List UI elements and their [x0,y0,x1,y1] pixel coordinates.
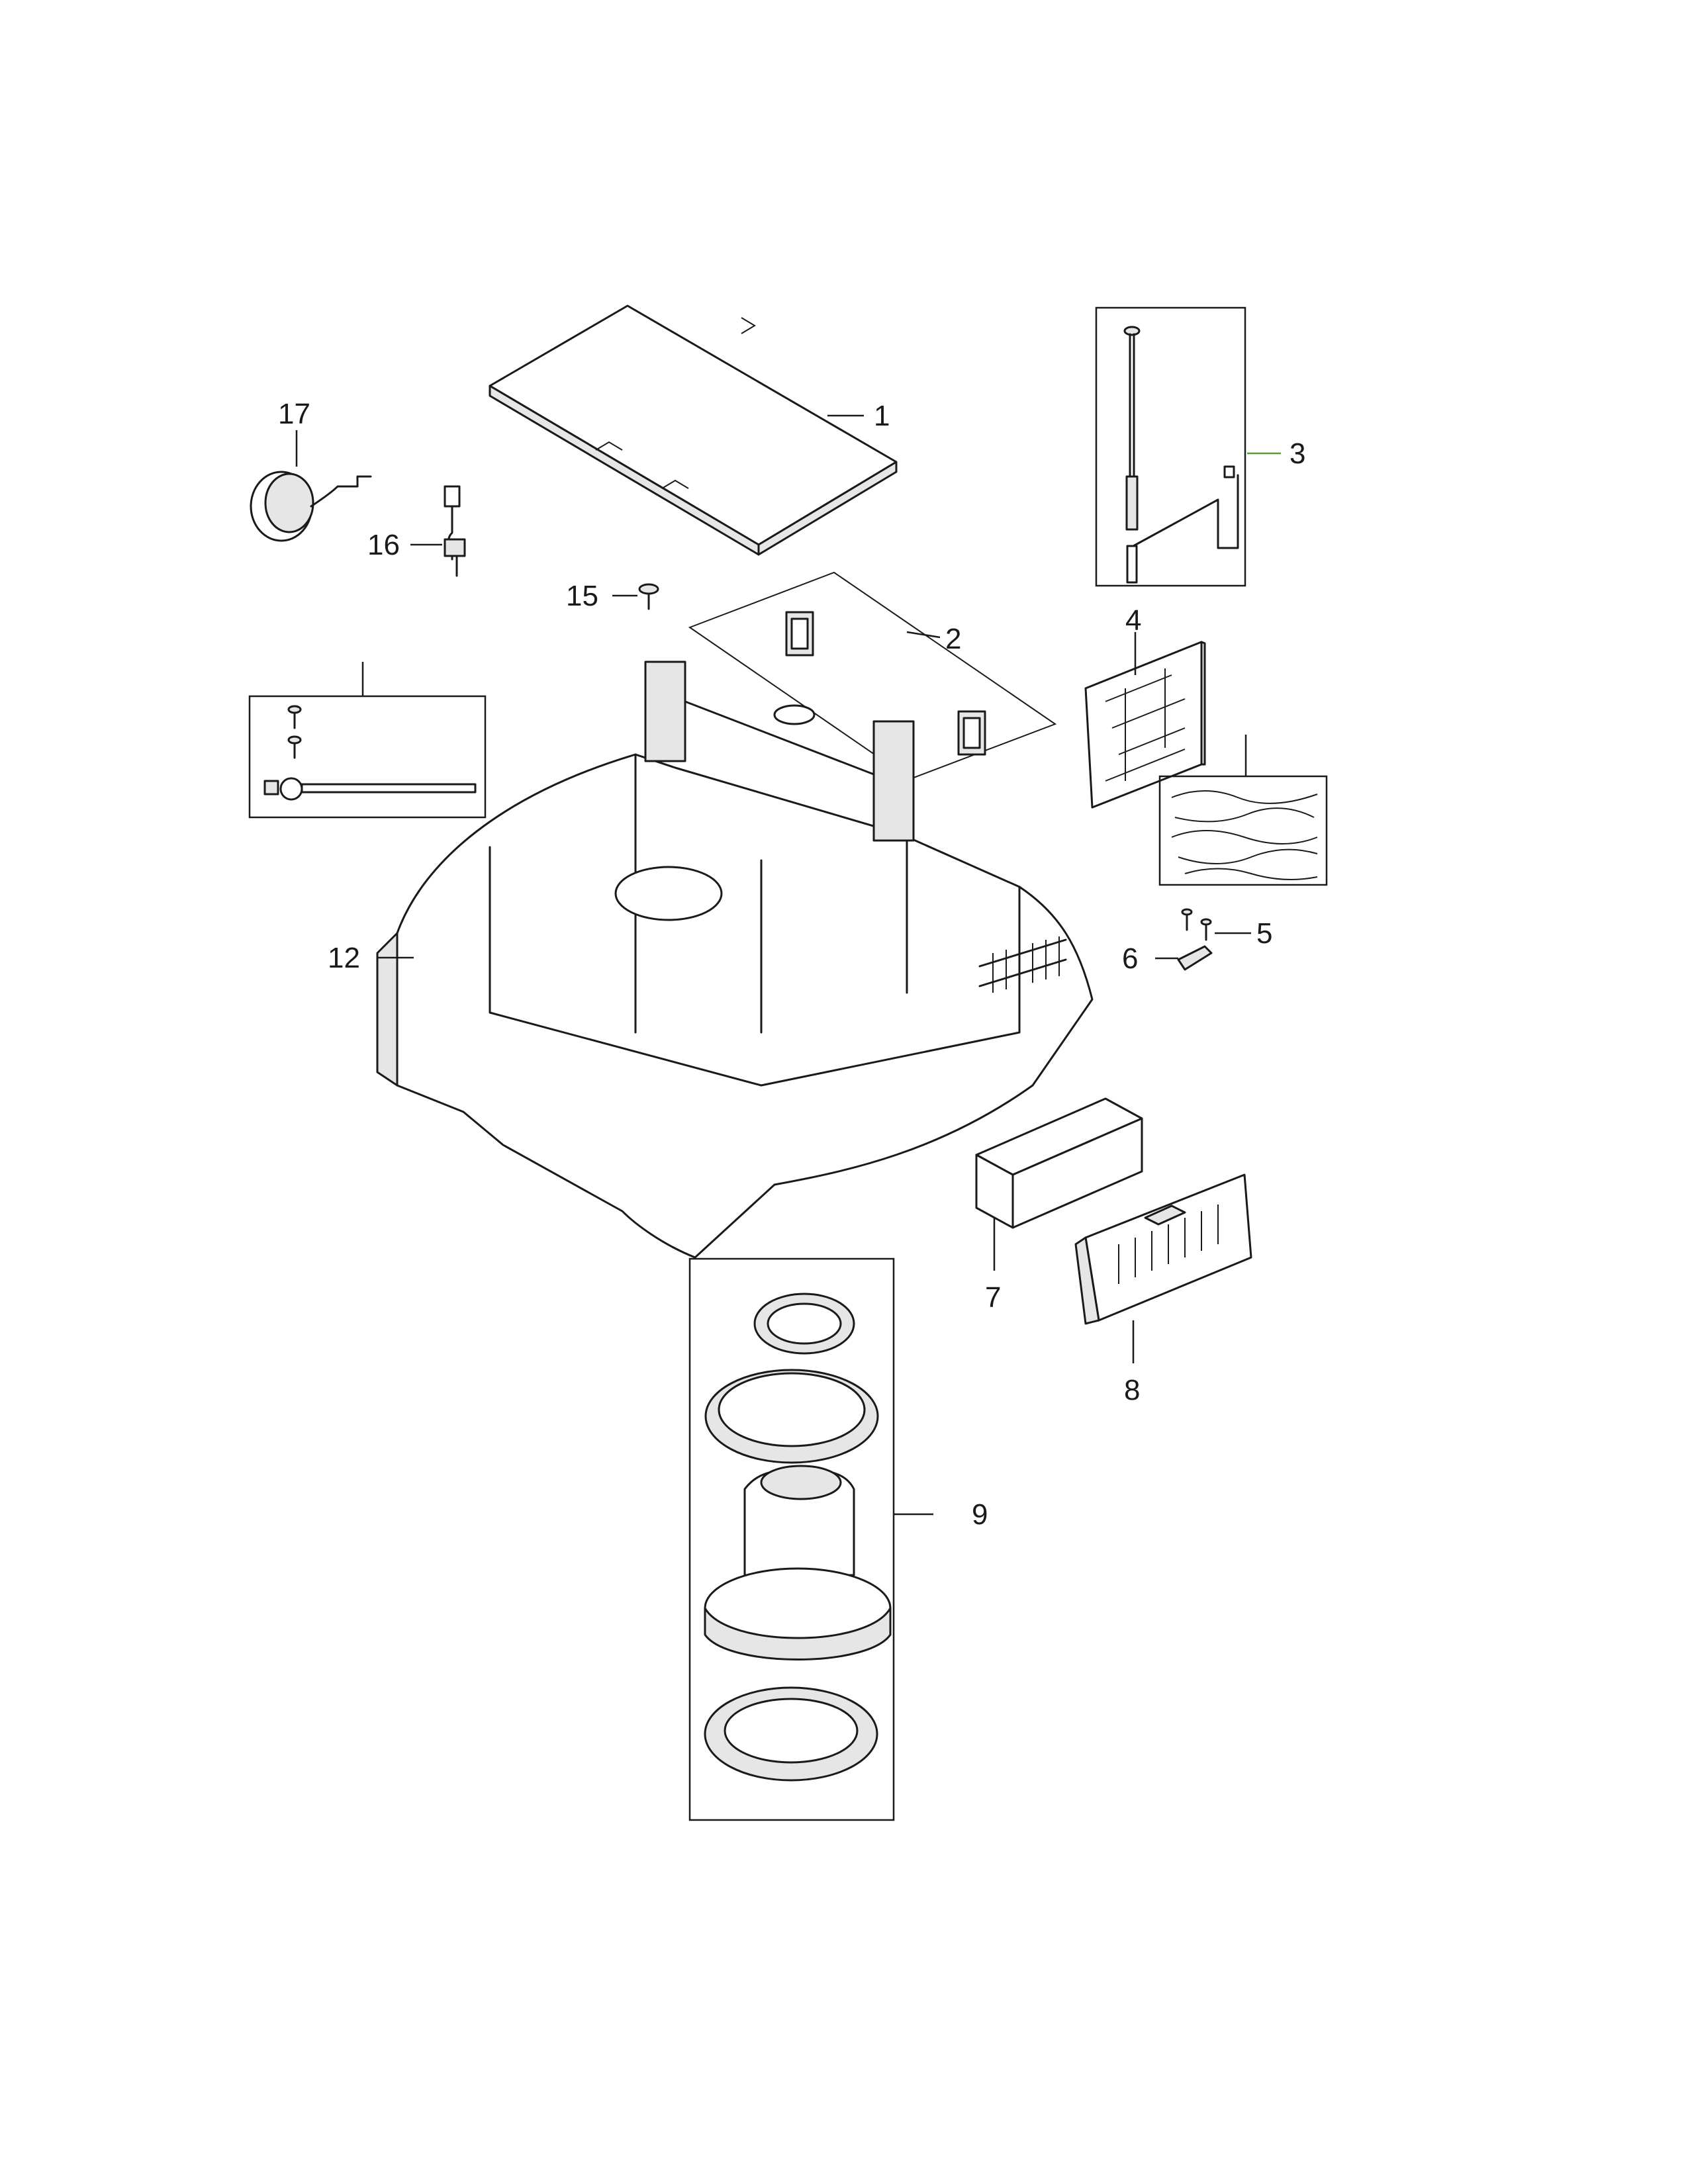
callout-6: 6 [1122,942,1138,975]
callout-4: 4 [1125,604,1141,637]
callout-15: 17 [278,398,310,430]
callout-8: 8 [1124,1374,1140,1406]
part-2-plate-with-clips: 2 [688,571,1057,780]
part-9-motor-assembly: 9 [688,1257,988,1821]
part-5-screws: 5 [1181,908,1272,950]
callout-2: 2 [945,623,961,655]
part-17-wire-set [1158,735,1328,886]
part-13-screw: 15 [566,580,659,612]
part-7-filter-block: 7 [975,1097,1143,1314]
callout-12: 12 [328,942,360,974]
part-14-switch: 16 [367,485,466,577]
part-8-grille-cover: 8 [1074,1173,1252,1406]
part-1-filter-plate: 1 [489,304,898,556]
callout-9: 9 [972,1498,988,1531]
part-16-probe-kit [248,662,487,819]
part-15-sensor: 17 [250,398,372,542]
part-3-float-assembly: 3 [1095,306,1305,587]
callout-14: 16 [367,529,400,561]
part-6-bracket: 6 [1122,942,1213,975]
part-4-circuit-board: 4 [1084,604,1206,809]
callout-7: 7 [985,1281,1001,1314]
callout-1: 1 [874,400,890,432]
callout-5: 5 [1256,917,1272,950]
callout-3: 3 [1289,437,1305,470]
callout-13: 15 [566,580,598,612]
part-12-housing: 12 [328,660,1094,1259]
